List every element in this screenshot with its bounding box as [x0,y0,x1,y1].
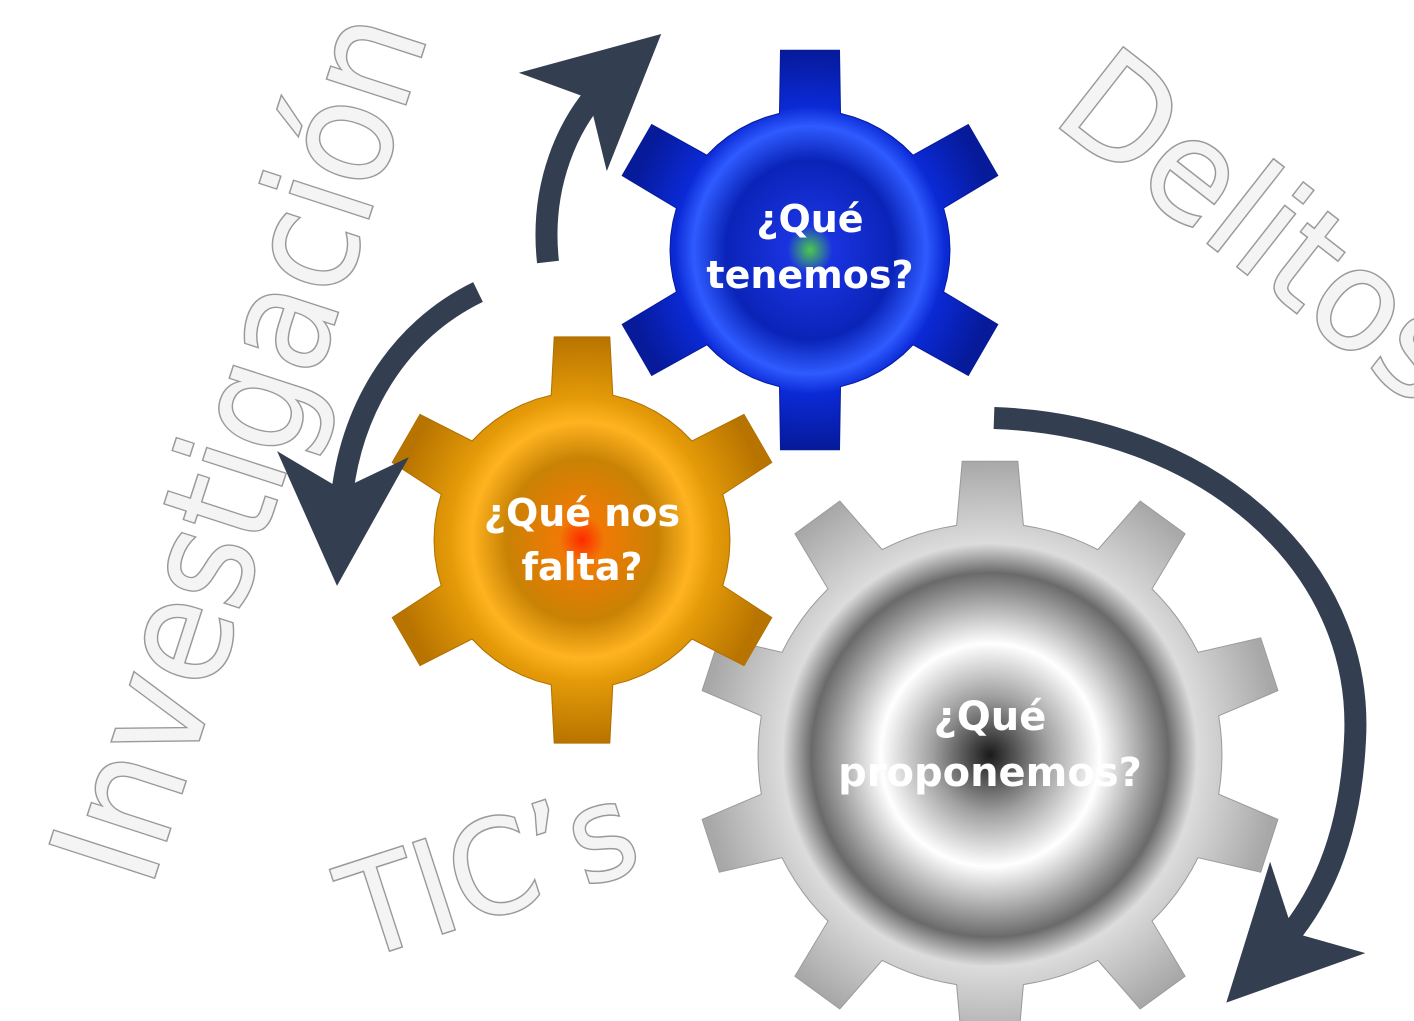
blue-gear-label-line2: tenemos? [706,253,913,297]
orange-gear: ¿Qué nos falta? [391,336,773,744]
arrow-up-curve [518,33,662,264]
investigacion-word: Investigación [19,0,463,901]
gray-gear: ¿Qué proponemos? [701,460,1279,1021]
arrow-left-curve [277,282,483,586]
orange-gear-label-line2: falta? [521,545,642,589]
blue-gear: ¿Qué tenemos? [621,49,999,451]
blue-gear-label-line1: ¿Qué [756,197,863,241]
arrow-right-curve [993,407,1367,1003]
gray-gear-label-line2: proponemos? [838,750,1142,796]
tics-word: TIC’s [322,752,655,990]
orange-gear-label-line1: ¿Qué nos [484,491,680,535]
delitos-word: Delitos [1029,18,1414,436]
gray-gear-label-line1: ¿Qué [934,694,1047,740]
